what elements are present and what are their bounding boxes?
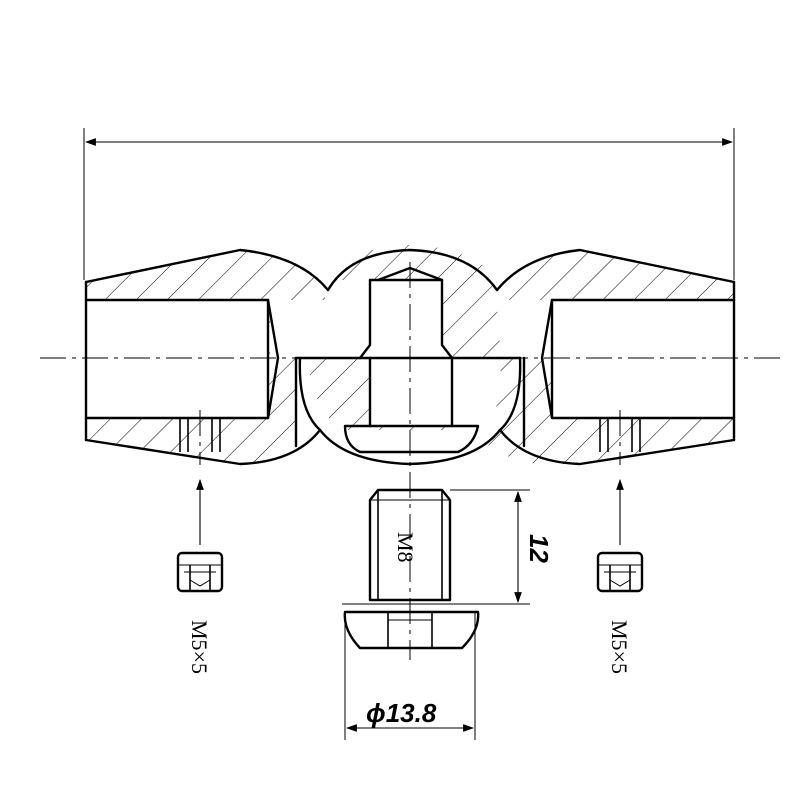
set-screw-left	[176, 551, 224, 593]
head-diameter-dimension	[344, 612, 476, 740]
thread-label: M8	[393, 532, 418, 563]
set-screw-left-label: M5×5	[187, 620, 212, 674]
overall-width-dimension	[83, 128, 735, 280]
bolt	[342, 488, 480, 650]
bolt-length-dimension	[450, 489, 530, 605]
assembly-arrows	[196, 478, 624, 545]
head-diameter-label: ϕ13.8	[366, 698, 437, 728]
set-screw-holes	[179, 418, 641, 452]
set-screw-right	[596, 551, 644, 593]
bores	[86, 280, 734, 426]
center-lines	[40, 262, 780, 660]
bolt-length-label: 12	[524, 534, 554, 563]
set-screw-right-label: M5×5	[607, 620, 632, 674]
